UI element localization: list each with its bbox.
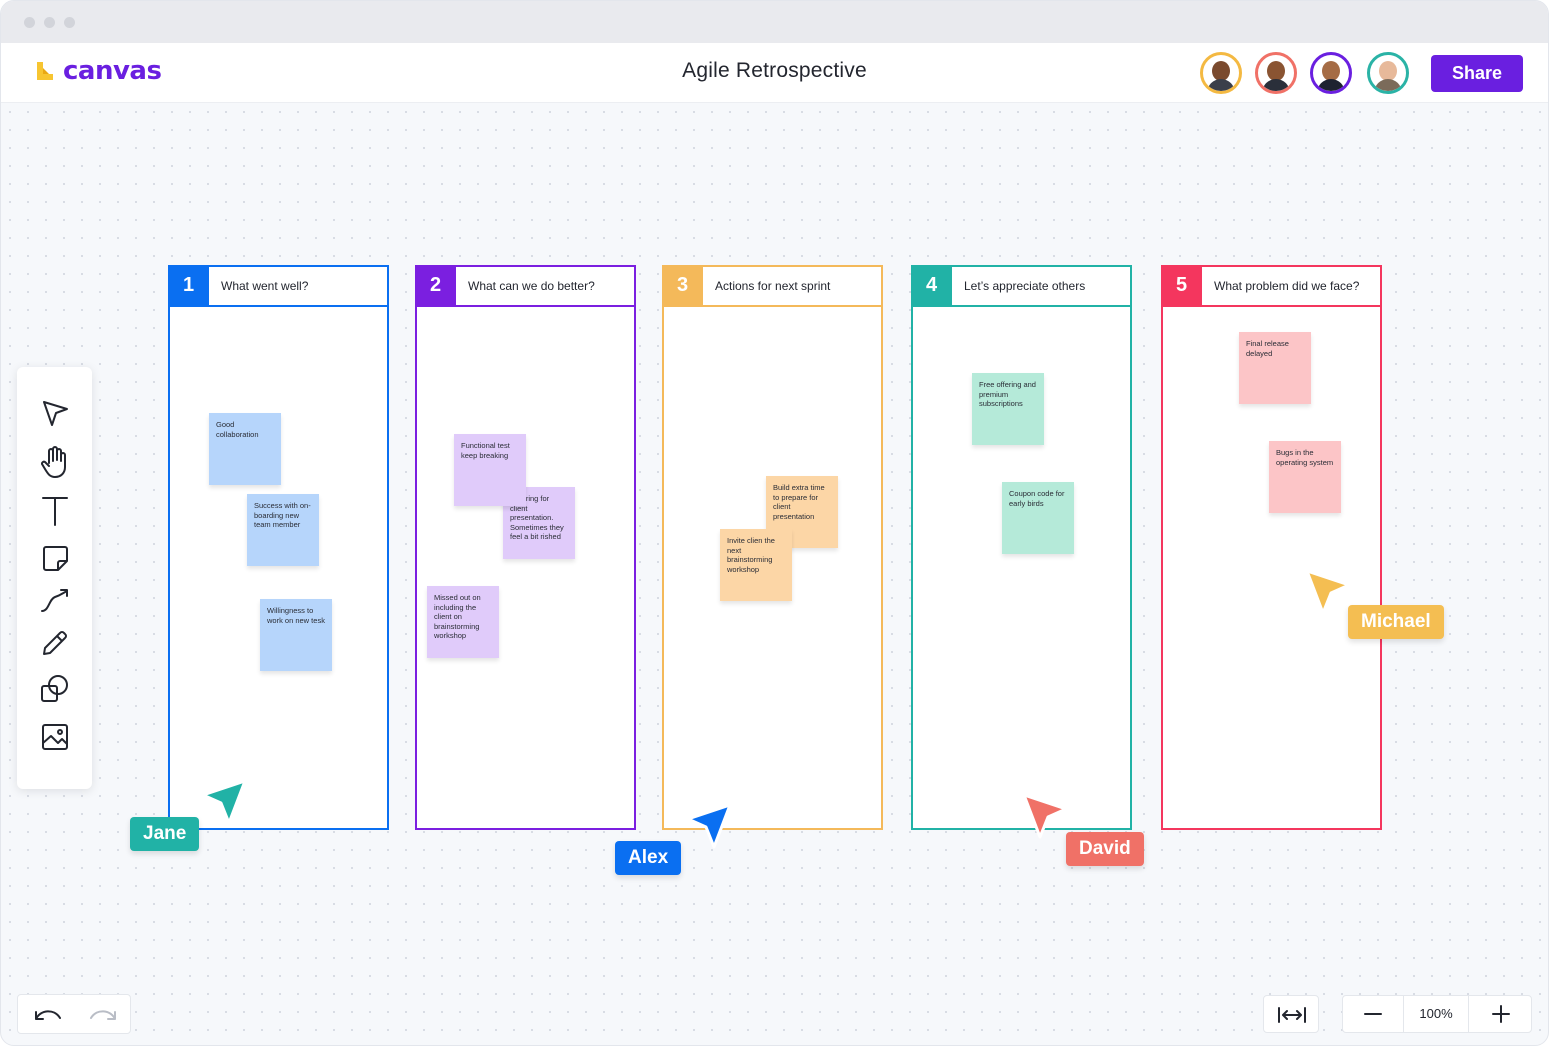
shapes-icon[interactable] bbox=[37, 671, 73, 707]
history-controls bbox=[17, 994, 131, 1034]
sticky-note[interactable]: Success with on-boarding new team member bbox=[247, 494, 319, 566]
collaborator-name-tag: David bbox=[1066, 832, 1144, 866]
column-title[interactable]: Actions for next sprint bbox=[715, 279, 831, 293]
minus-icon[interactable] bbox=[1343, 996, 1403, 1032]
collaborator-name-tag: Jane bbox=[130, 817, 200, 851]
column-header: 5 What problem did we face? bbox=[1161, 265, 1380, 307]
column-header: 3 Actions for next sprint bbox=[662, 265, 881, 307]
plus-icon[interactable] bbox=[1470, 996, 1531, 1032]
app-logo[interactable]: canvas bbox=[35, 56, 162, 86]
avatar[interactable] bbox=[1255, 52, 1297, 94]
text-icon[interactable] bbox=[37, 493, 73, 529]
top-header: canvas Agile Retrospective Share bbox=[1, 43, 1548, 103]
column-header: 1 What went well? bbox=[168, 265, 387, 307]
column-title[interactable]: What problem did we face? bbox=[1214, 279, 1360, 293]
collaborator-cursor-icon bbox=[201, 779, 247, 825]
share-button[interactable]: Share bbox=[1431, 55, 1523, 92]
tool-palette bbox=[17, 367, 92, 789]
logo-text: canvas bbox=[63, 56, 162, 86]
connector-icon[interactable] bbox=[37, 583, 73, 619]
select-icon[interactable] bbox=[37, 395, 73, 431]
logo-icon bbox=[35, 60, 55, 82]
retro-column[interactable]: 2 What can we do better? bbox=[415, 265, 636, 830]
avatar[interactable] bbox=[1310, 52, 1352, 94]
column-header: 4 Let’s appreciate others bbox=[911, 265, 1130, 307]
column-number: 1 bbox=[168, 265, 209, 306]
fit-width-icon bbox=[1264, 996, 1320, 1034]
column-title[interactable]: What can we do better? bbox=[468, 279, 595, 293]
column-number: 5 bbox=[1161, 265, 1202, 306]
sticky-note[interactable]: Functional test keep breaking bbox=[454, 434, 526, 506]
window-dot-maximize[interactable] bbox=[64, 17, 75, 28]
sticky-note[interactable]: Bugs in the operating system bbox=[1269, 441, 1341, 513]
sticky-note[interactable]: Missed out on including the client on br… bbox=[427, 586, 499, 658]
sticky-note[interactable]: Good collaboration bbox=[209, 413, 281, 485]
redo-icon[interactable] bbox=[83, 999, 123, 1031]
sticky-note[interactable]: …paring for client presentation. Sometim… bbox=[503, 487, 575, 559]
zoom-level: 100% bbox=[1403, 995, 1469, 1033]
column-title[interactable]: What went well? bbox=[221, 279, 309, 293]
pen-icon[interactable] bbox=[37, 625, 73, 661]
collaborator-cursor-icon bbox=[1305, 569, 1351, 615]
window-dot-minimize[interactable] bbox=[44, 17, 55, 28]
hand-icon[interactable] bbox=[37, 444, 73, 480]
collaborator-cursor-icon bbox=[1022, 793, 1068, 839]
column-header: 2 What can we do better? bbox=[415, 265, 634, 307]
collaborator-cursor-icon bbox=[686, 803, 732, 849]
column-title[interactable]: Let’s appreciate others bbox=[964, 279, 1086, 293]
window-dot-close[interactable] bbox=[24, 17, 35, 28]
sticky-note[interactable]: Coupon code for early birds bbox=[1002, 482, 1074, 554]
column-number: 3 bbox=[662, 265, 703, 306]
sticky-note[interactable]: Willingness to work on new tesk bbox=[260, 599, 332, 671]
avatar[interactable] bbox=[1200, 52, 1242, 94]
window-titlebar bbox=[1, 1, 1548, 43]
sticky-note-icon[interactable] bbox=[37, 540, 73, 576]
image-icon[interactable] bbox=[37, 719, 73, 755]
sticky-note[interactable]: Free offering and premium subscriptions bbox=[972, 373, 1044, 445]
collaborator-name-tag: Alex bbox=[615, 841, 682, 875]
column-number: 2 bbox=[415, 265, 456, 306]
collaborator-name-tag: Michael bbox=[1348, 605, 1444, 639]
fit-width-button[interactable] bbox=[1263, 995, 1319, 1033]
avatar[interactable] bbox=[1367, 52, 1409, 94]
undo-icon[interactable] bbox=[28, 999, 68, 1031]
column-number: 4 bbox=[911, 265, 952, 306]
sticky-note[interactable]: Invite clien the next brainstorming work… bbox=[720, 529, 792, 601]
sticky-note[interactable]: Final release delayed bbox=[1239, 332, 1311, 404]
